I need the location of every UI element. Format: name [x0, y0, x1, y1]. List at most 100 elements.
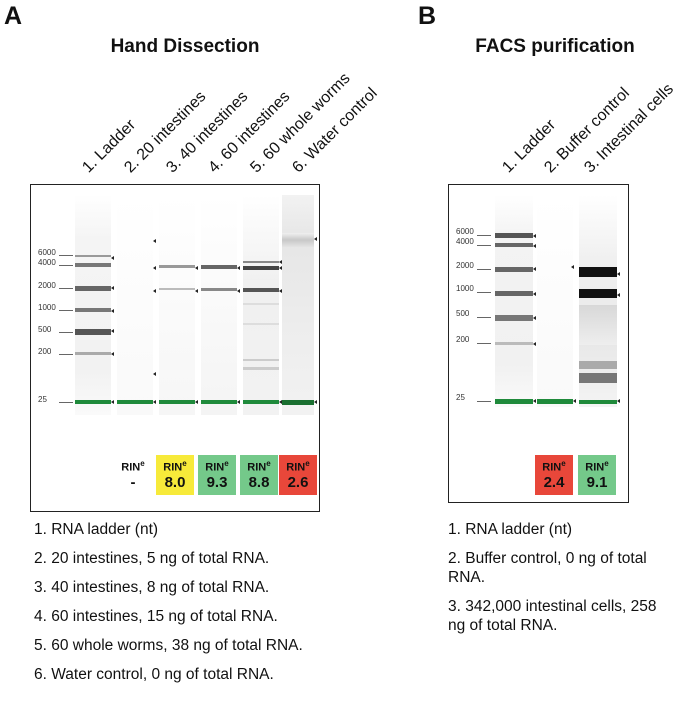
band-marker: [111, 329, 114, 333]
gel-band: [579, 361, 617, 369]
marker-tick: [59, 354, 73, 355]
gel-band: [75, 255, 111, 257]
rin-label: RINe: [121, 459, 145, 474]
band-marker: [237, 400, 240, 404]
gel-band: [117, 400, 153, 404]
marker-25: 25: [456, 393, 465, 402]
legend-a: 1. RNA ladder (nt) 2. 20 intestines, 5 n…: [34, 520, 324, 694]
gel-lane-a1: [75, 195, 111, 415]
band-marker: [617, 399, 620, 403]
marker-tick: [477, 269, 491, 270]
band-marker: [153, 400, 156, 404]
marker-1000: 1000: [456, 284, 474, 293]
panel-a-title: Hand Dissection: [110, 36, 260, 57]
marker-500: 500: [456, 309, 470, 318]
band-marker: [195, 266, 198, 270]
gel-band: [579, 305, 617, 345]
gel-band: [579, 373, 617, 383]
gel-band: [495, 233, 533, 238]
rin-label: RINe: [163, 459, 187, 474]
marker-tick: [477, 292, 491, 293]
marker-6000: 6000: [38, 248, 56, 257]
rin-value: 9.3: [206, 473, 228, 491]
legend-item: 2. 20 intestines, 5 ng of total RNA.: [34, 550, 270, 567]
marker-tick: [59, 255, 73, 256]
band-marker: [111, 400, 114, 404]
legend-item: 3. 40 intestines, 8 ng of total RNA.: [34, 579, 270, 596]
marker-25: 25: [38, 395, 47, 404]
gel-band: [243, 266, 279, 270]
gel-band: [495, 243, 533, 247]
gel-band: [159, 400, 195, 404]
panel-b-title: FACS purification: [475, 36, 635, 57]
band-marker: [533, 267, 536, 271]
band-marker: [111, 352, 114, 356]
legend-item: 6. Water control, 0 ng of total RNA.: [34, 666, 274, 683]
band-marker: [153, 289, 156, 293]
band-marker: [314, 237, 317, 241]
rin-value: -: [130, 473, 136, 491]
band-marker: [279, 289, 282, 293]
band-marker: [111, 309, 114, 313]
gel-band: [495, 315, 533, 321]
gel-band: [537, 399, 573, 404]
marker-tick: [59, 402, 73, 403]
rin-box-b-2: RINe 9.1: [578, 455, 616, 495]
gel-band: [243, 323, 279, 325]
gel-lane-a6: [282, 195, 314, 415]
band-marker: [533, 399, 536, 403]
band-marker: [533, 292, 536, 296]
gel-band: [243, 359, 279, 361]
gel-band: [75, 308, 111, 312]
marker-tick: [59, 288, 73, 289]
band-marker: [571, 265, 574, 269]
legend-item: 1. RNA ladder (nt): [34, 521, 159, 538]
gel-band: [243, 288, 279, 292]
marker-tick: [477, 401, 491, 402]
band-marker: [573, 399, 576, 403]
gel-lane-a5: [243, 195, 279, 415]
rin-value: 9.1: [586, 473, 608, 491]
marker-2000: 2000: [456, 261, 474, 270]
rin-box-b-1: RINe 2.4: [535, 455, 573, 495]
band-marker: [153, 372, 156, 376]
band-marker: [533, 244, 536, 248]
marker-tick: [59, 332, 73, 333]
gel-band: [75, 352, 111, 355]
gel-band: [579, 289, 617, 298]
band-marker: [533, 342, 536, 346]
gel-lane-b2: [537, 195, 573, 407]
rin-box-a-5: RINe 2.6: [279, 455, 317, 495]
rin-label: RINe: [247, 459, 271, 474]
gel-lane-a2: [117, 195, 153, 415]
legend-item: 2. Buffer control, 0 ng of total RNA.: [448, 550, 647, 586]
rin-label: RINe: [542, 459, 566, 474]
marker-200: 200: [38, 347, 52, 356]
band-marker: [153, 239, 156, 243]
band-marker: [617, 293, 620, 297]
band-marker: [237, 289, 240, 293]
marker-tick: [477, 317, 491, 318]
panel-a-letter: A: [4, 2, 23, 30]
rin-value: 8.8: [248, 473, 270, 491]
gel-band: [495, 342, 533, 345]
rin-box-a-2: RINe 8.0: [156, 455, 194, 495]
band-marker: [279, 400, 282, 404]
marker-200: 200: [456, 335, 470, 344]
marker-1000: 1000: [38, 303, 56, 312]
band-marker: [617, 272, 620, 276]
gel-band: [495, 267, 533, 272]
gel-band: [495, 291, 533, 296]
legend-b: 1. RNA ladder (nt) 2. Buffer control, 0 …: [448, 520, 678, 645]
gel-band: [282, 400, 314, 405]
marker-500: 500: [38, 325, 52, 334]
gel-panel-b: 6000 4000 2000 1000 500 200 25: [448, 184, 629, 503]
rin-value: 8.0: [164, 473, 186, 491]
legend-item: 4. 60 intestines, 15 ng of total RNA.: [34, 608, 278, 625]
rin-box-a-1: RINe -: [114, 455, 152, 495]
gel-band: [243, 303, 279, 305]
legend-item: 5. 60 whole worms, 38 ng of total RNA.: [34, 637, 303, 654]
legend-item: 1. RNA ladder (nt): [448, 521, 573, 538]
band-marker: [533, 234, 536, 238]
gel-band: [495, 399, 533, 404]
